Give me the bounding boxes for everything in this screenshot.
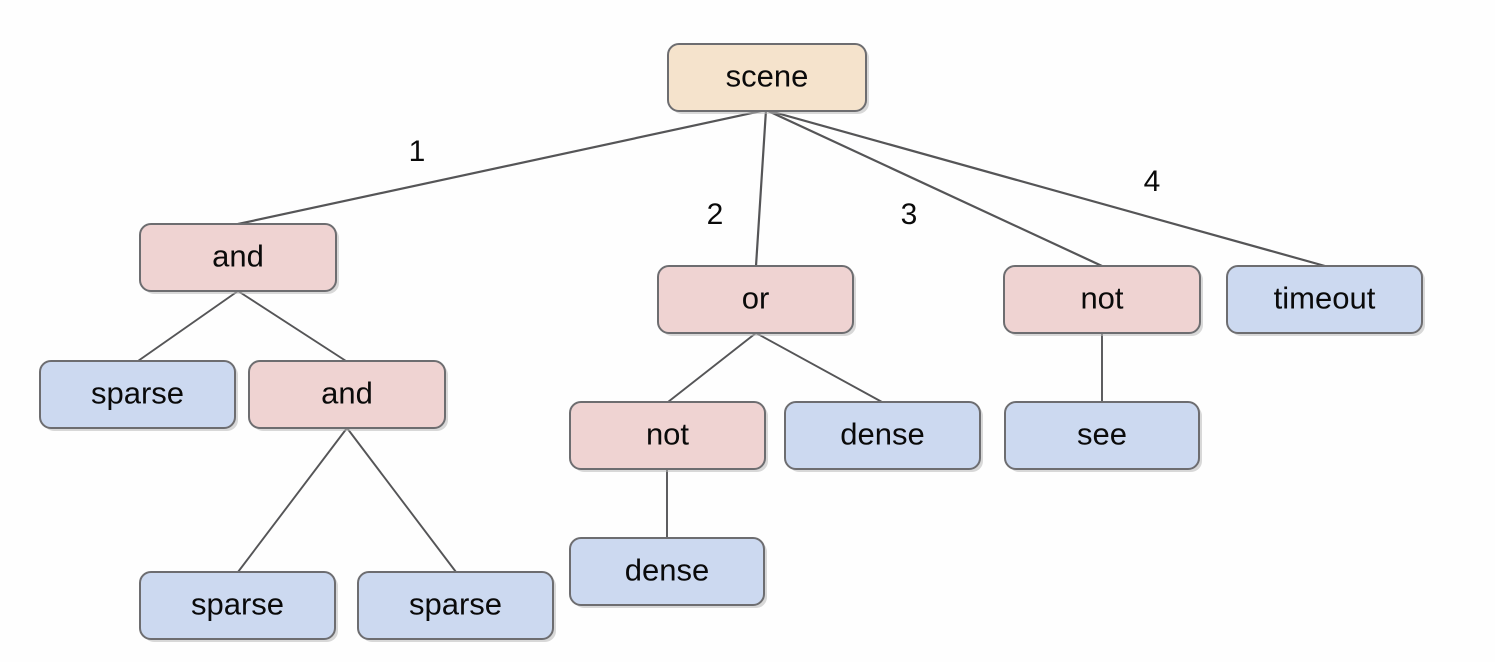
node-label-sparse3: sparse [409, 587, 502, 622]
node-label-and2: and [321, 376, 373, 411]
edge-and1-to-sparse1 [137, 290, 239, 362]
node-box-sparse3[interactable] [357, 571, 554, 640]
node-box-timeout[interactable] [1226, 265, 1423, 334]
node-scene[interactable]: scene [667, 43, 869, 114]
edge-or1-to-dense1 [755, 332, 883, 403]
node-label-dense2: dense [625, 553, 709, 588]
edge-and1-to-and2 [237, 290, 347, 362]
node-not2[interactable]: not [569, 401, 768, 472]
node-box-dense1[interactable] [784, 401, 981, 470]
edge-scene-to-timeout [764, 108, 1327, 268]
node-box-and2[interactable] [248, 360, 446, 429]
node-label-not2: not [646, 417, 689, 452]
node-label-timeout: timeout [1274, 281, 1376, 316]
node-box-dense2[interactable] [569, 537, 765, 606]
node-label-not1: not [1080, 281, 1123, 316]
node-timeout[interactable]: timeout [1226, 265, 1425, 336]
edge-label-e2: 2 [707, 198, 724, 231]
node-box-and1[interactable] [139, 223, 337, 292]
node-label-sparse2: sparse [191, 587, 284, 622]
edge-scene-to-and1 [236, 108, 768, 226]
node-label-and1: and [212, 239, 264, 274]
node-dense1[interactable]: dense [784, 401, 983, 472]
node-sparse3[interactable]: sparse [357, 571, 556, 642]
node-and2[interactable]: and [248, 360, 448, 431]
node-label-dense1: dense [840, 417, 924, 452]
node-dense2[interactable]: dense [569, 537, 767, 608]
nodes-group: scene and or not timeout sparse and not dense see… [39, 43, 1425, 642]
node-box-or1[interactable] [657, 265, 854, 334]
edge-labels-group: 1 2 3 4 [409, 135, 1161, 231]
node-see[interactable]: see [1004, 401, 1202, 472]
edge-and2-to-sparse2 [237, 427, 348, 573]
node-or1[interactable]: or [657, 265, 856, 336]
edge-scene-to-not1 [764, 108, 1104, 268]
node-box-sparse1[interactable] [39, 360, 236, 429]
node-box-scene[interactable] [667, 43, 867, 112]
edge-scene-to-or1 [754, 108, 768, 268]
node-and1[interactable]: and [139, 223, 339, 294]
node-sparse2[interactable]: sparse [139, 571, 338, 642]
edge-or1-to-not2 [667, 332, 757, 403]
node-label-see: see [1077, 417, 1127, 452]
edges-group [137, 108, 1327, 573]
node-not1[interactable]: not [1003, 265, 1203, 336]
node-label-sparse1: sparse [91, 376, 184, 411]
edge-label-e4: 4 [1144, 165, 1161, 198]
node-label-scene: scene [726, 59, 809, 94]
node-box-sparse2[interactable] [139, 571, 336, 640]
edge-label-e3: 3 [901, 198, 918, 231]
edge-label-e1: 1 [409, 135, 426, 168]
node-box-not2[interactable] [569, 401, 766, 470]
node-sparse1[interactable]: sparse [39, 360, 238, 431]
node-box-not1[interactable] [1003, 265, 1201, 334]
node-label-or1: or [742, 281, 770, 316]
edge-and2-to-sparse3 [346, 427, 457, 573]
node-box-see[interactable] [1004, 401, 1200, 470]
